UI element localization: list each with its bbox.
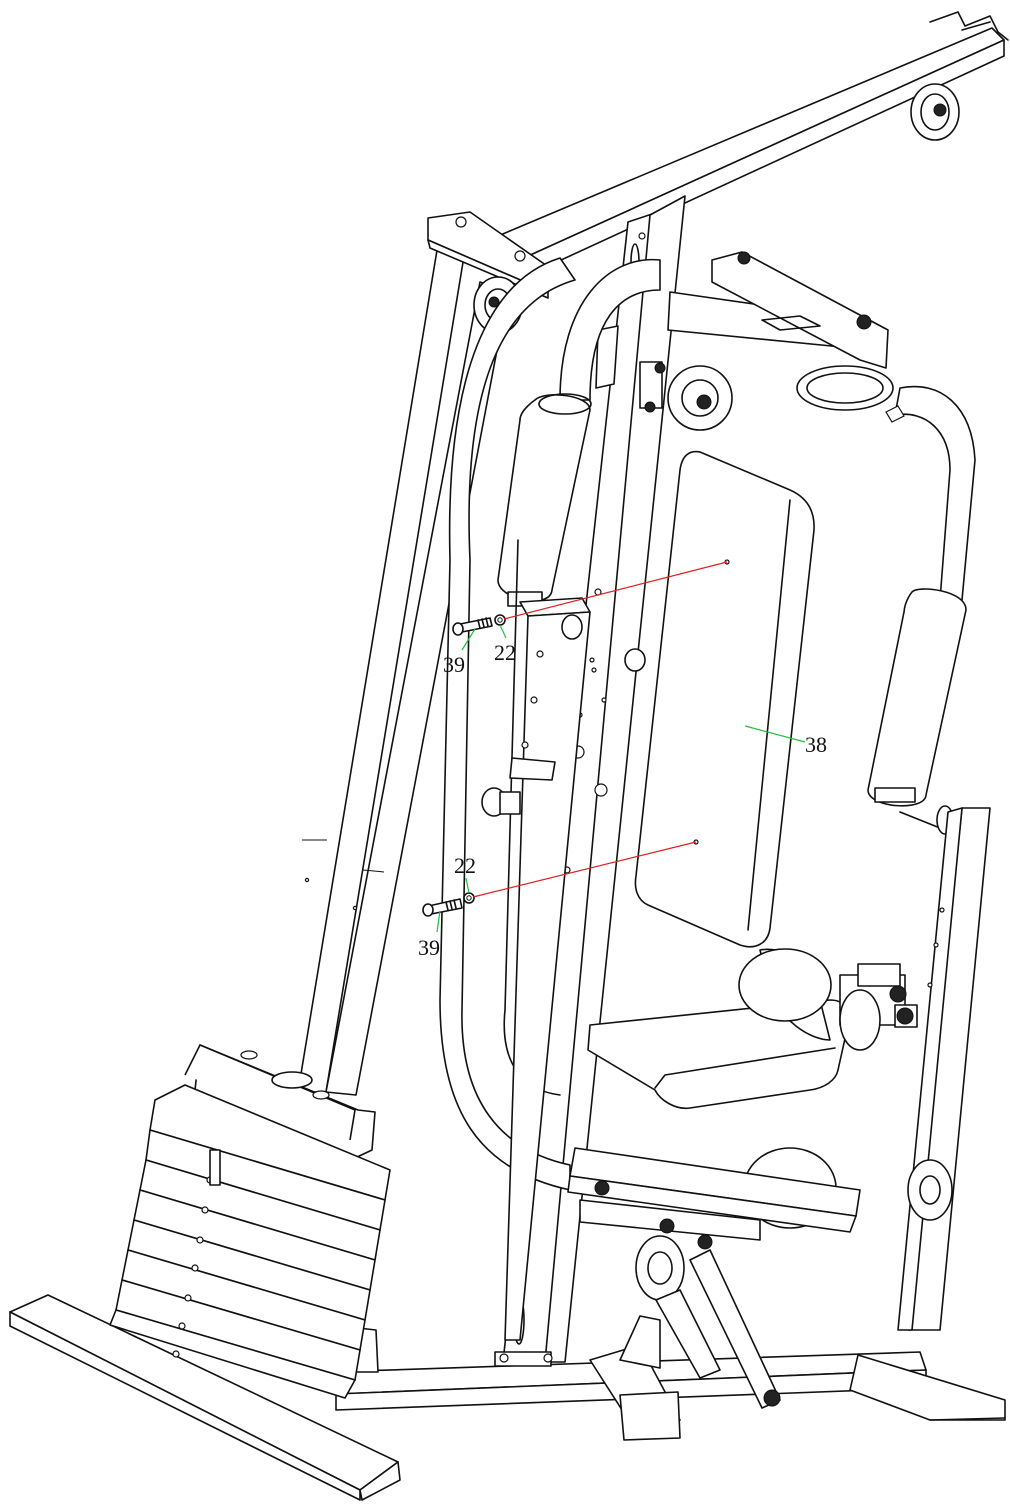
- weight-plates: [109, 1084, 391, 1399]
- bolt-39-lower: [422, 898, 463, 917]
- callout-22-upper: 22: [494, 640, 516, 665]
- washer-22-upper: [494, 614, 506, 626]
- base-frame: [9, 1294, 1006, 1501]
- callout-22-lower: 22: [454, 853, 476, 878]
- leader-38: [744, 725, 806, 743]
- leader-39-upper: [461, 628, 476, 651]
- weight-stack: [109, 1044, 391, 1399]
- leader-lines: [436, 624, 806, 933]
- right-upright: [897, 807, 991, 1331]
- leader-39-lower: [436, 910, 441, 933]
- assembly-line-lower: [472, 841, 697, 898]
- callout-39-upper: 39: [443, 652, 465, 677]
- leader-22-upper: [499, 624, 507, 639]
- callout-39-lower: 39: [418, 935, 440, 960]
- bolt-39-upper: [452, 617, 493, 636]
- arm-bracket: [595, 251, 889, 431]
- right-press-arm: [796, 365, 976, 835]
- leader-22-lower: [465, 877, 470, 894]
- washer-22-lower: [463, 892, 475, 904]
- assembly-lines: [472, 561, 728, 898]
- back-pad: [634, 450, 815, 948]
- assembly-line-upper: [503, 561, 728, 620]
- lower-frame: [339, 1147, 861, 1409]
- callout-labels: 39 22 38 22 39: [418, 640, 827, 960]
- callout-38: 38: [805, 732, 827, 757]
- seat-assembly: [481, 597, 918, 1341]
